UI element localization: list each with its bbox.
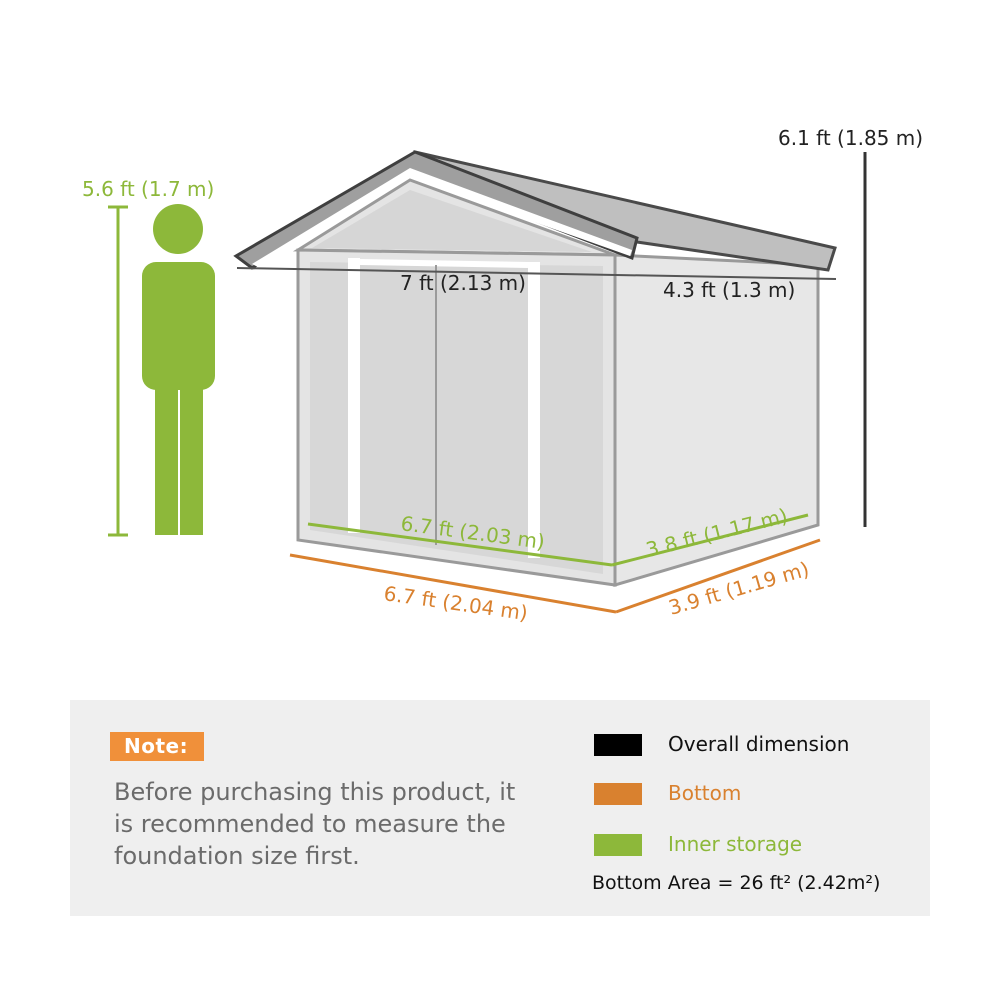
person-height-line	[108, 205, 128, 537]
bottom-width-line	[289, 553, 617, 614]
shed-dimension-diagram: 5.6 ft (1.7 m) 6.1 ft (1.85 m) 7 ft (2.1…	[82, 126, 923, 625]
note-line: foundation size first.	[114, 842, 360, 870]
legend-label-inner: Inner storage	[668, 832, 803, 856]
overall-height-label: 6.1 ft (1.85 m)	[778, 126, 923, 150]
note-panel: Note: Before purchasing this product, it…	[70, 700, 930, 916]
bottom-depth-line	[615, 538, 821, 614]
shed-roof	[233, 150, 837, 280]
person-height-label: 5.6 ft (1.7 m)	[82, 177, 214, 201]
note-badge: Note:	[110, 732, 205, 761]
note-line: Before purchasing this product, it	[114, 778, 516, 806]
inner-depth-line	[611, 513, 809, 567]
roof-width-label: 7 ft (2.13 m)	[400, 271, 526, 295]
legend-label-overall: Overall dimension	[668, 732, 850, 756]
legend-swatch-inner	[594, 834, 642, 856]
bottom-area-text: Bottom Area = 26 ft² (2.42m²)	[592, 872, 881, 894]
legend-swatch-overall	[594, 734, 642, 756]
shed-body	[292, 178, 820, 588]
bottom-width-label: 6.7 ft (2.04 m)	[382, 581, 529, 625]
legend-label-bottom: Bottom	[668, 781, 742, 805]
roof-depth-label: 4.3 ft (1.3 m)	[663, 278, 795, 302]
legend-swatch-bottom	[594, 783, 642, 805]
note-text: Before purchasing this product, it is re…	[114, 776, 534, 872]
person-silhouette	[142, 204, 215, 535]
inner-width-line	[307, 522, 613, 567]
note-line: is recommended to measure the	[114, 810, 506, 838]
